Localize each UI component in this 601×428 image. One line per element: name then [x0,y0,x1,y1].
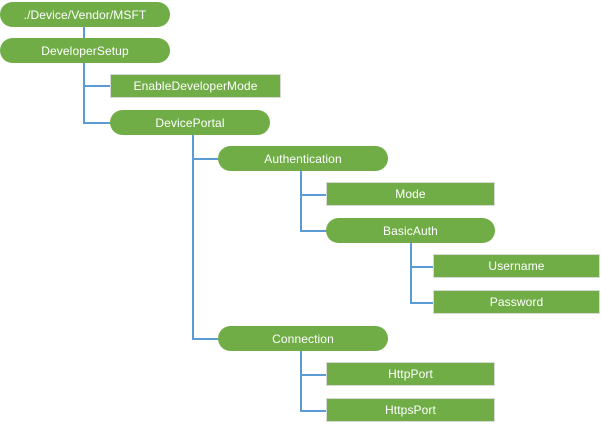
tree-node-enabledevelopermode[interactable]: EnableDeveloperMode [110,74,281,98]
connector-developersetup-trunk-vertical [83,62,85,124]
connector-authentication-to-mode-horizontal [300,194,328,196]
tree-node-deviceportal[interactable]: DevicePortal [110,110,270,135]
tree-node-httpsport[interactable]: HttpsPort [326,398,495,422]
connector-authentication-to-basic-horizontal [300,230,328,232]
tree-node-httpport[interactable]: HttpPort [326,362,495,386]
connector-basicauth-to-username-horizontal [410,266,435,268]
connector-connection-to-httpsport-horizontal [300,410,328,412]
tree-node-developersetup[interactable]: DeveloperSetup [0,38,170,63]
tree-node-connection[interactable]: Connection [218,326,388,351]
tree-node-mode[interactable]: Mode [326,182,495,206]
connector-portal-to-authentication-horizontal [192,158,220,160]
connector-basicauth-trunk-vertical [410,242,412,304]
connector-authentication-trunk-vertical [300,170,302,232]
connector-developersetup-to-portal-horizontal [83,122,111,124]
connector-connection-trunk-vertical [300,350,302,412]
tree-node-basicauth[interactable]: BasicAuth [326,218,495,243]
connector-basicauth-to-password-horizontal [410,302,435,304]
tree-node-root[interactable]: ./Device/Vendor/MSFT [0,2,170,27]
connector-deviceportal-trunk-vertical [192,134,194,340]
connector-portal-to-connection-horizontal [192,338,220,340]
connector-root-to-developersetup-vertical [83,26,85,40]
connector-connection-to-httpport-horizontal [300,374,328,376]
tree-node-username[interactable]: Username [433,254,600,278]
connector-developersetup-to-enable-horizontal [83,85,111,87]
tree-node-authentication[interactable]: Authentication [218,146,388,171]
tree-node-password[interactable]: Password [433,290,600,314]
